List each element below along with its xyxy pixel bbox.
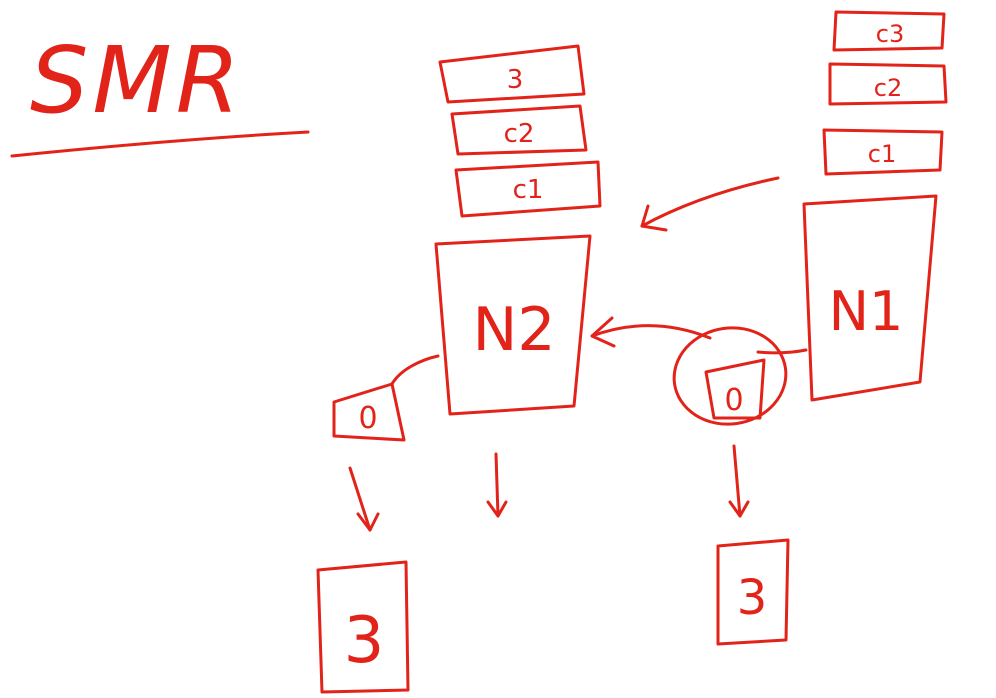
n2-log-entry-label: c2 — [504, 119, 535, 149]
n2-log-entry: c2 — [450, 104, 588, 156]
n2-state-box: 0 — [332, 354, 440, 442]
n2-log-entry: c1 — [454, 160, 602, 218]
n2-state-value: 0 — [358, 401, 377, 436]
n2-log-entry-label: 3 — [507, 65, 524, 95]
result-box-left: 3 — [316, 560, 410, 694]
title-text: SMR — [30, 27, 244, 134]
down-arrow-left — [348, 466, 380, 532]
n1-log-entry-label: c3 — [876, 20, 904, 48]
n1-log-entry: c1 — [822, 128, 944, 176]
replication-arrow — [640, 176, 780, 232]
result-box-right-value: 3 — [737, 570, 768, 626]
n1-log-entry-label: c1 — [868, 140, 896, 168]
n2-log-entry-label: c1 — [513, 175, 544, 205]
n1-log-entry: c2 — [828, 62, 948, 106]
down-arrow-middle — [486, 452, 508, 518]
node-n2-label: N2 — [472, 295, 555, 365]
node-n1-label: N1 — [829, 280, 904, 343]
n1-state-box: 0 — [672, 326, 808, 426]
n2-log-entry: 3 — [438, 44, 586, 104]
n1-log-entry: c3 — [832, 10, 946, 52]
n1-log-stack: c3 c2 c1 — [822, 10, 948, 176]
title-underline — [10, 130, 310, 158]
n1-state-value: 0 — [724, 383, 743, 418]
n1-log-entry-label: c2 — [874, 74, 902, 102]
node-n2: N2 — [434, 234, 592, 416]
down-arrow-right — [728, 444, 750, 518]
result-box-left-value: 3 — [344, 604, 385, 678]
node-n1: N1 — [802, 194, 938, 402]
state-transfer-arrow — [590, 316, 712, 348]
highlight-circle — [672, 326, 788, 426]
result-box-right: 3 — [716, 538, 790, 646]
n2-log-stack: 3 c2 c1 — [438, 44, 602, 218]
